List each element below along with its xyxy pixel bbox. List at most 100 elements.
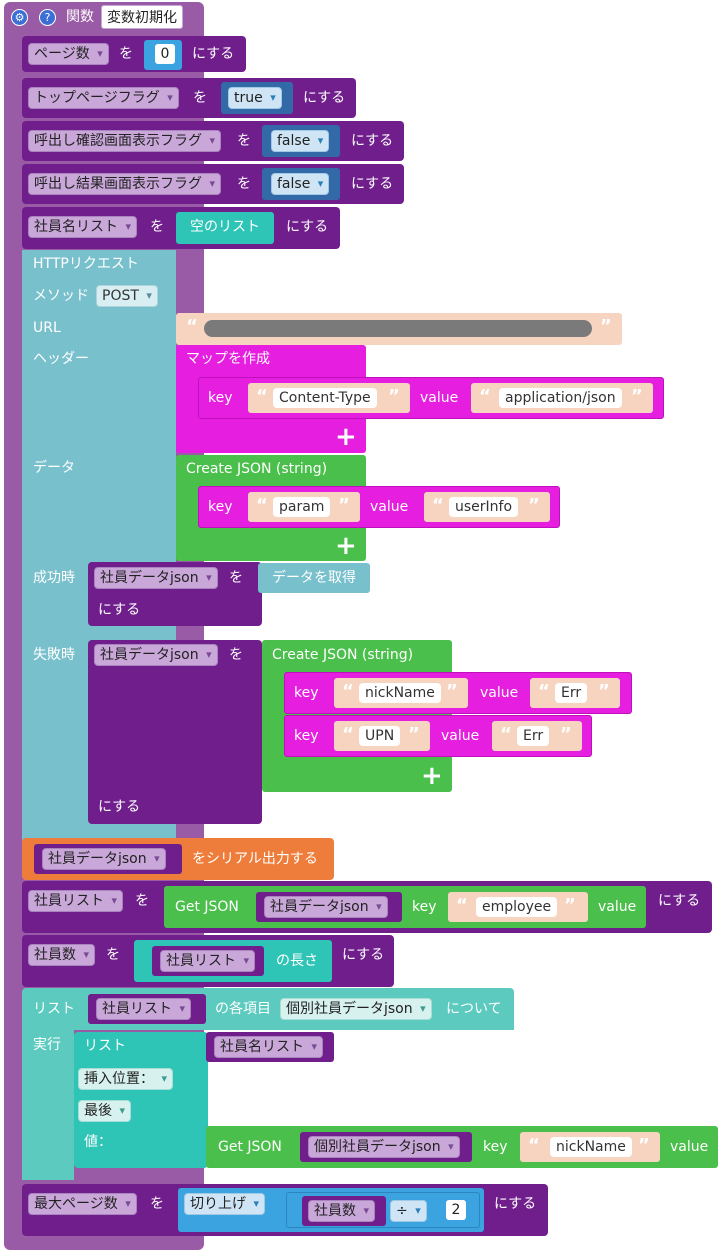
variable-dropdown[interactable]: 最大ページ数 [28, 1193, 137, 1215]
empty-list-label: 空のリスト [190, 219, 260, 235]
string-block[interactable]: “ param ” [248, 492, 360, 522]
value-label: value [670, 1139, 709, 1155]
url-string-block[interactable]: “ ” [176, 313, 622, 345]
string-value[interactable]: Err [555, 683, 588, 703]
string-block[interactable]: “ employee ” [448, 892, 588, 922]
string-block[interactable]: “ application/json ” [471, 383, 653, 413]
variable-dropdown[interactable]: 呼出し確認画面表示フラグ [28, 130, 221, 152]
round-dropdown[interactable]: 切り上げ [184, 1193, 265, 1215]
key-label: key [294, 728, 319, 744]
set-label: にする [494, 1196, 537, 1212]
quote-close-icon: ” [528, 495, 540, 516]
set-label: にする [303, 90, 346, 106]
operator-dropdown[interactable]: ÷ [390, 1200, 427, 1222]
quote-open-icon: “ [432, 495, 444, 516]
variable-dropdown[interactable]: 社員データjson [94, 644, 218, 666]
string-block[interactable]: “ userInfo ” [424, 492, 550, 522]
quote-close-icon: ” [388, 386, 400, 407]
procedure-keyword: 関数 [66, 9, 94, 25]
variable-dropdown[interactable]: 社員リスト [160, 950, 255, 972]
value-label: value [441, 728, 480, 744]
string-block[interactable]: “ nickName ” [334, 678, 468, 708]
quote-close-icon: ” [564, 895, 576, 916]
variable-dropdown[interactable]: 個別社員データjson [308, 1136, 460, 1158]
header-label: ヘッダー [33, 351, 89, 367]
to-label: を [106, 947, 120, 963]
method-dropdown[interactable]: POST [96, 285, 158, 307]
key-label: key [208, 499, 233, 515]
for-each-body [22, 1030, 74, 1180]
empty-list-block[interactable] [176, 212, 274, 244]
boolean-dropdown[interactable]: false [271, 173, 330, 195]
quote-open-icon: “ [342, 724, 354, 745]
string-value[interactable]: employee [476, 897, 558, 917]
number-value[interactable]: 0 [155, 44, 175, 64]
add-item-icon[interactable]: + [335, 531, 357, 561]
get-data-block[interactable] [258, 563, 370, 593]
gear-icon[interactable]: ⚙ [11, 9, 28, 26]
string-value[interactable]: Err [517, 726, 550, 746]
map-title: マップを作成 [186, 351, 270, 367]
length-label: の長さ [276, 953, 318, 969]
variable-dropdown[interactable]: トップページフラグ [28, 87, 179, 109]
variable-dropdown[interactable]: 社員データjson [42, 848, 166, 870]
set-label: にする [351, 176, 394, 192]
string-value[interactable]: application/json [499, 388, 622, 408]
variable-dropdown[interactable]: 社員数 [28, 944, 95, 966]
value-colon-label: 値： [84, 1134, 112, 1150]
variable-dropdown[interactable]: 社員名リスト [28, 216, 137, 238]
string-value[interactable]: UPN [359, 726, 401, 746]
value-label: value [480, 685, 519, 701]
quote-open-icon: “ [479, 386, 491, 407]
quote-close-icon: ” [560, 724, 572, 745]
set-label: にする [192, 46, 235, 62]
list-label: リスト [33, 1001, 75, 1017]
set-variable-block[interactable] [88, 640, 262, 824]
item-variable-dropdown[interactable]: 個別社員データjson [280, 998, 432, 1020]
question-icon[interactable]: ? [39, 9, 56, 26]
string-block[interactable]: “ UPN ” [334, 721, 430, 751]
string-block[interactable]: “ Err ” [530, 678, 620, 708]
quote-open-icon: “ [538, 681, 550, 702]
variable-dropdown[interactable]: ページ数 [28, 43, 109, 65]
to-label: を [135, 893, 149, 909]
variable-dropdown[interactable]: 社員リスト [96, 998, 191, 1020]
number-value[interactable]: 2 [446, 1200, 466, 1220]
position-dropdown[interactable]: 最後 [78, 1100, 131, 1122]
variable-dropdown[interactable]: 社員リスト [28, 890, 123, 912]
variable-dropdown[interactable]: 社員名リスト [214, 1036, 323, 1058]
procedure-name[interactable]: 変数初期化 [101, 5, 183, 29]
to-label: を [229, 647, 243, 663]
to-label: を [229, 570, 243, 586]
set-label: にする [342, 947, 385, 963]
string-value[interactable]: param [273, 497, 331, 517]
string-block[interactable]: “ nickName ” [520, 1132, 660, 1162]
value-label: value [598, 899, 637, 915]
position-label-dropdown[interactable]: 挿入位置： [78, 1068, 173, 1090]
quote-close-icon: ” [598, 681, 610, 702]
variable-dropdown[interactable]: 呼出し結果画面表示フラグ [28, 173, 221, 195]
key-label: key [483, 1139, 508, 1155]
string-block[interactable]: “ Content-Type ” [248, 383, 410, 413]
string-value[interactable]: nickName [550, 1137, 632, 1157]
variable-dropdown[interactable]: 社員データjson [94, 567, 218, 589]
url-label: URL [33, 320, 61, 336]
string-block[interactable]: “ Err ” [492, 721, 582, 751]
quote-close-icon: ” [638, 1135, 650, 1156]
variable-dropdown[interactable]: 社員データjson [264, 896, 388, 918]
quote-open-icon: “ [342, 681, 354, 702]
quote-open-icon: “ [256, 495, 268, 516]
to-label: を [237, 176, 251, 192]
boolean-dropdown[interactable]: true [228, 87, 282, 109]
boolean-dropdown[interactable]: false [271, 130, 330, 152]
variable-dropdown[interactable]: 社員数 [308, 1200, 375, 1222]
add-item-icon[interactable]: + [335, 422, 357, 452]
json-title: Create JSON (string) [186, 461, 328, 477]
string-value[interactable]: userInfo [449, 497, 519, 517]
quote-open-icon: “ [186, 316, 198, 337]
string-value[interactable]: nickName [359, 683, 441, 703]
add-item-icon[interactable]: + [421, 761, 443, 791]
string-value[interactable]: Content-Type [273, 388, 377, 408]
quote-open-icon: “ [500, 724, 512, 745]
quote-open-icon: “ [528, 1135, 540, 1156]
